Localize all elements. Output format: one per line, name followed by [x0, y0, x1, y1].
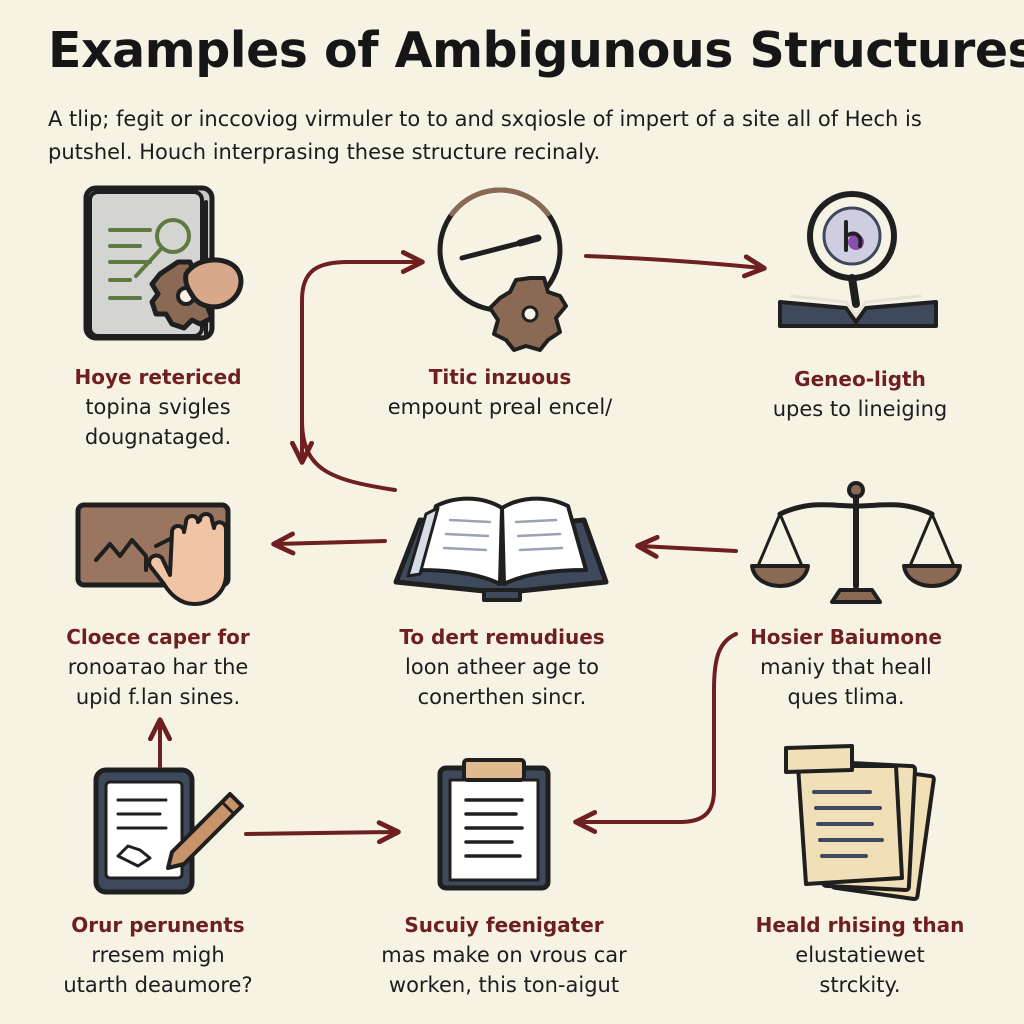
caption-line: elustatiewet	[795, 943, 925, 967]
caption-orur-perunents: Orur perunents rresem migh utarth deaumo…	[8, 910, 308, 1000]
tablet-pencil-icon	[93, 767, 244, 895]
open-book-icon	[393, 496, 609, 602]
caption-hosier-baiumone: Hosier Baiumone maniy that heall ques tl…	[696, 622, 996, 712]
clock-gear-icon	[437, 187, 568, 352]
paper-stack-icon	[784, 744, 936, 901]
caption-heading: Titic inzuous	[428, 365, 572, 389]
caption-sucuiy-feenigater: Sucuiy feenigater mas make on vrous car …	[354, 910, 654, 1000]
magnifier-book-icon	[778, 191, 938, 328]
caption-line: loon atheer age to	[405, 655, 599, 679]
caption-heald-rhising-than: Heald rhising than elustatiewet strckity…	[710, 910, 1010, 1000]
caption-line: utarth deaumore?	[63, 973, 253, 997]
arrow-book-to-sign	[271, 531, 387, 556]
intro-text: A tlip; fegit or inccoviog virmuler to t…	[48, 107, 922, 164]
caption-line: upes to lineiging	[772, 397, 948, 421]
connector-arrows	[148, 250, 767, 845]
caption-heading: Orur perunents	[71, 913, 245, 937]
caption-titic-inzuous: Titic inzuous empount preal encel/	[350, 362, 650, 422]
arrow-caption-to-clipboard	[573, 632, 738, 834]
caption-line: conerthen sincr.	[417, 685, 587, 709]
caption-line: upid f.lan sines.	[75, 685, 241, 709]
caption-geneo-ligth: Geneo-ligth upes to lineiging	[710, 364, 1010, 424]
caption-heading: To dert remudiues	[399, 625, 605, 649]
page-title: Examples of Ambigunous Structures	[48, 22, 1024, 79]
caption-line: worken, this ton-aigut	[388, 973, 620, 997]
arrow-tablet-to-clipboard	[244, 820, 401, 845]
caption-line: topina svigles	[85, 395, 231, 419]
caption-heading: Heald rhising than	[755, 913, 965, 937]
caption-line: rresem migh	[91, 943, 225, 967]
flowchart-document-icon	[83, 185, 244, 341]
caption-heading: Hoye retericed	[74, 365, 242, 389]
caption-line: ques tlima.	[787, 685, 905, 709]
caption-line: mas make on vrous car	[381, 943, 627, 967]
balance-scale-icon	[750, 481, 962, 604]
caption-heading: Sucuiy feenigater	[404, 913, 604, 937]
sign-hand-icon	[75, 502, 231, 606]
caption-to-dert-remudiues: To dert remudiues loon atheer age to con…	[352, 622, 652, 712]
caption-line: strckity.	[819, 973, 901, 997]
caption-cloece-caper-for: Cloece caper for ronoатao har the upid f…	[8, 622, 308, 712]
caption-heading: Cloece caper for	[66, 625, 250, 649]
caption-heading: Geneo-ligth	[794, 367, 926, 391]
arrow-clock-to-magnifier	[584, 254, 767, 279]
caption-line: ronoатao har the	[67, 655, 249, 679]
caption-hoye-retericed: Hoye retericed topina svigles dougnatage…	[8, 362, 308, 452]
caption-heading: Hosier Baiumone	[750, 625, 942, 649]
clipboard-icon	[437, 758, 551, 891]
caption-line: empount preal encel/	[387, 395, 613, 419]
arrow-scale-to-book	[635, 534, 738, 559]
caption-line: dougnataged.	[84, 425, 232, 449]
caption-line: maniy that heall	[760, 655, 932, 679]
